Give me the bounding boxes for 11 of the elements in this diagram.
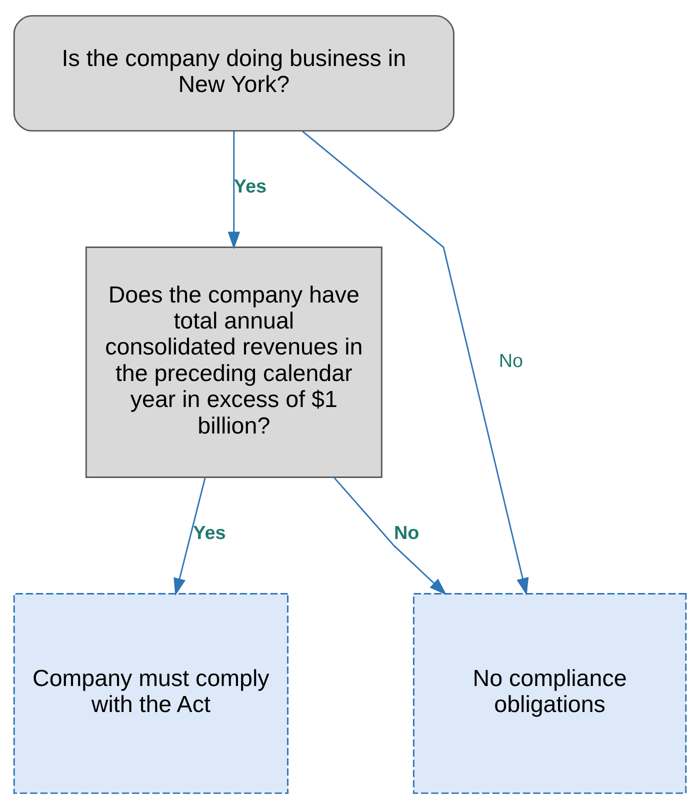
edge-label: Yes	[193, 523, 226, 544]
node-box: Company must comply with the Act	[13, 593, 288, 794]
arrow	[302, 130, 529, 596]
node-box: Is the company doing business in New York?	[13, 15, 454, 132]
node-box: Does the company have total annual consolidated revenues in the preceding calendar year in excess of $1 billion?	[85, 246, 382, 478]
edge-label: No	[394, 523, 420, 544]
arrow	[333, 476, 447, 596]
arrow	[174, 477, 206, 596]
arrow	[228, 131, 240, 250]
node-box: No compliance obligations	[412, 593, 687, 794]
edge-label: No	[498, 351, 524, 372]
